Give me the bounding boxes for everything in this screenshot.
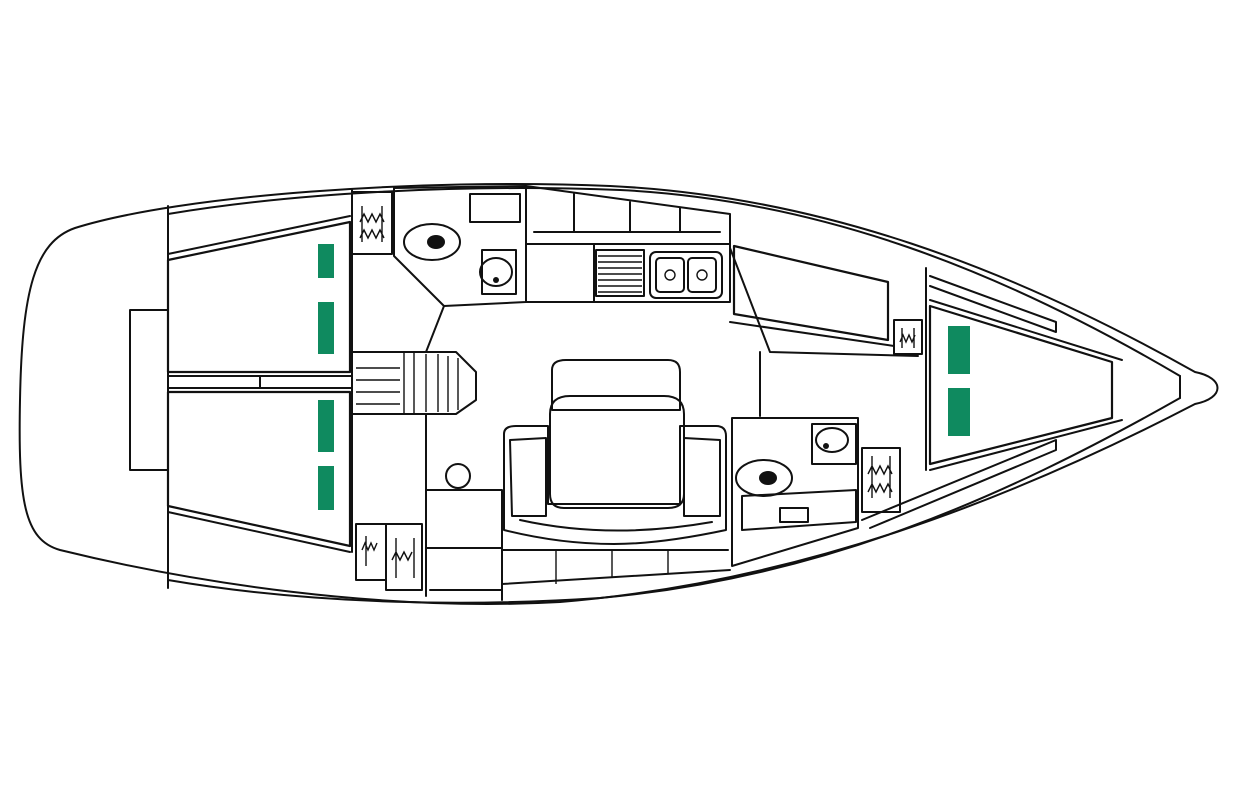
saloon-table [549, 395, 685, 509]
saloon-settee [503, 425, 727, 545]
aft-port-berth [166, 220, 352, 374]
hanging-locker-icon [867, 456, 893, 498]
pillow [318, 302, 334, 354]
galley [525, 185, 731, 303]
drain-icon [445, 463, 471, 489]
shower-drain-icon [403, 223, 461, 261]
hanging-locker-aft-port [351, 191, 393, 255]
aft-cabin-port [166, 215, 352, 374]
pillow [318, 244, 334, 278]
stove-icon [595, 249, 645, 297]
hanging-locker-aft-starboard [355, 523, 423, 591]
shower-drain-icon [735, 459, 793, 497]
forward-head [731, 417, 859, 567]
aft-starboard-berth [166, 390, 352, 548]
pillow [948, 326, 970, 374]
aft-cabin-starboard [166, 390, 352, 553]
aft-head [393, 185, 527, 307]
toilet-icon [479, 249, 517, 295]
hanging-locker-forward-port [893, 319, 923, 355]
hanging-locker-icon [899, 328, 916, 348]
hanging-locker-icon [361, 536, 415, 578]
nav-station [425, 463, 503, 601]
hanging-locker-icon [359, 206, 385, 242]
sink-icon [649, 251, 723, 299]
saloon [503, 359, 727, 545]
toilet-icon [811, 423, 857, 465]
forward-port-berth [729, 244, 895, 347]
starboard-bench [501, 549, 731, 585]
pillow [318, 400, 334, 452]
saloon-seat-back [551, 359, 681, 411]
pillow [318, 466, 334, 510]
hanging-locker-forward-starboard [861, 447, 901, 513]
companionway-steps-icon [351, 351, 477, 415]
pillow [948, 388, 970, 436]
forward-v-berth [928, 299, 1123, 471]
